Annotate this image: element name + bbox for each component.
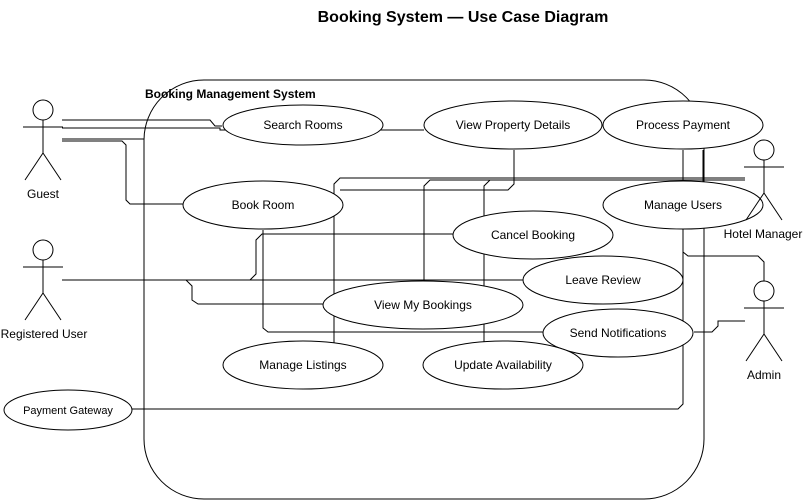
actor-guest-label: Guest (27, 187, 60, 201)
assoc-guest-book-room (62, 140, 183, 205)
associations (62, 119, 765, 410)
assoc-view-property-details-manage-listings (340, 150, 515, 191)
actor-admin-label: Admin (747, 368, 781, 382)
use-case-manage-listings-label: Manage Listings (259, 358, 346, 372)
system-boundary (143, 79, 705, 500)
assoc-registered-user-cancel-booking (249, 233, 454, 281)
use-case-cancel-booking-label: Cancel Booking (491, 228, 575, 242)
assoc-registered-user-view-my-bookings (185, 279, 324, 305)
actor-registered-user[interactable]: Registered User (1, 239, 88, 341)
use-case-send-notifications-label: Send Notifications (570, 326, 667, 340)
diagram-title: Booking System — Use Case Diagram (318, 9, 609, 26)
actor-guest[interactable]: Guest (23, 99, 63, 201)
assoc-admin-manage-users (682, 230, 765, 282)
actor-hotel-manager[interactable]: Hotel Manager (724, 139, 803, 241)
assoc-process-payment-payment-gateway (132, 150, 684, 410)
use-case-book-room-label: Book Room (232, 198, 295, 212)
actor-payment-gateway[interactable]: Payment Gateway (3, 389, 133, 431)
use-case-view-my-bookings-label: View My Bookings (374, 298, 472, 312)
assoc-hotel-manager-manage-listings (333, 177, 745, 346)
use-case-book-room[interactable]: Book Room (182, 180, 344, 230)
actor-registered-user-label: Registered User (1, 327, 88, 341)
use-case-leave-review[interactable]: Leave Review (522, 255, 684, 305)
actor-payment-gateway-label: Payment Gateway (23, 405, 113, 417)
use-case-view-my-bookings[interactable]: View My Bookings (322, 280, 524, 330)
use-case-search-rooms[interactable]: Search Rooms (222, 104, 384, 146)
actor-admin[interactable]: Admin (744, 280, 784, 382)
use-case-update-availability[interactable]: Update Availability (422, 340, 584, 390)
assoc-guest-search-rooms (62, 119, 222, 127)
assoc-book-room-send-notifications (262, 230, 544, 333)
use-case-process-payment[interactable]: Process Payment (602, 100, 764, 150)
use-case-search-rooms-label: Search Rooms (263, 118, 342, 132)
use-case-manage-listings[interactable]: Manage Listings (222, 340, 384, 390)
use-case-process-payment-label: Process Payment (636, 118, 731, 132)
actor-hotel-manager-label: Hotel Manager (724, 227, 803, 241)
use-case-view-property-details-label: View Property Details (456, 118, 571, 132)
use-case-view-property-details[interactable]: View Property Details (423, 100, 603, 150)
use-case-send-notifications[interactable]: Send Notifications (542, 308, 694, 358)
use-case-manage-users[interactable]: Manage Users (602, 180, 764, 230)
assoc-hotel-manager-update-availability (483, 179, 745, 346)
use-case-update-availability-label: Update Availability (454, 358, 552, 372)
use-case-manage-users-label: Manage Users (644, 198, 722, 212)
assoc-admin-send-notifications (694, 320, 745, 333)
system-boundary-label: Booking Management System (145, 87, 316, 101)
use-case-cancel-booking[interactable]: Cancel Booking (452, 210, 614, 260)
use-case-leave-review-label: Leave Review (565, 273, 641, 287)
